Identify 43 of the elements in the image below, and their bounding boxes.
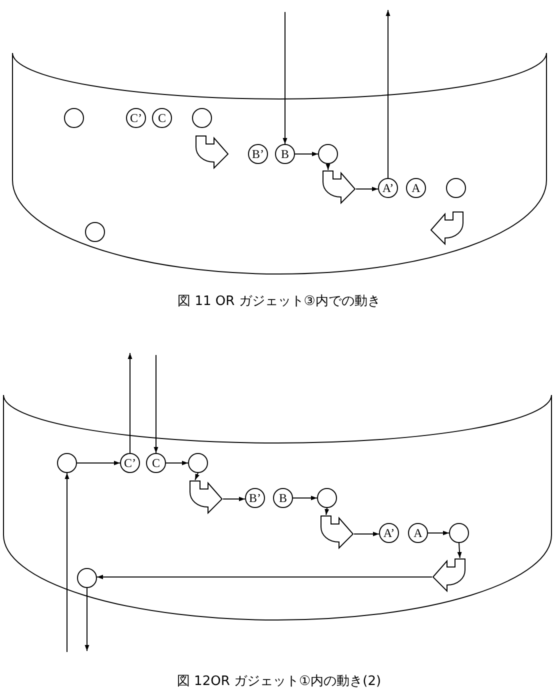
arrow [222,496,246,502]
arrow [386,10,390,178]
arrow [326,164,330,170]
arrow [166,460,188,466]
arrow [96,574,432,580]
figure-caption: 図 12OR ガジェット①内の動き(2) [176,673,382,690]
circle-node [64,108,84,128]
circle-node [188,453,208,473]
circle-node [85,222,105,242]
circle-node: A [408,523,428,543]
circle-node: C [146,453,166,473]
figure-caption: 図 11 OR ガジェット③内での動き [178,293,380,310]
circle-node: C’ [120,453,140,473]
circle-node [192,108,212,128]
circle-node: B [273,488,293,508]
circle-node [57,453,77,473]
circle-node [318,144,338,164]
circle-node: C [152,108,172,128]
arrow [84,588,90,652]
arrow [354,532,380,536]
arrow [294,152,318,156]
circle-node [77,568,97,588]
arrow [428,530,450,536]
circle-node: C’ [126,108,146,128]
circle-node: A’ [378,178,398,198]
arrow [64,472,70,652]
arrow [292,496,318,500]
circle-node [317,488,337,508]
circle-node: B’ [248,144,268,164]
circle-node: B [275,144,295,164]
circle-node: A [406,178,426,198]
circle-node [446,178,466,198]
arrow [128,352,132,454]
arrow [457,542,462,558]
arrow [154,354,158,454]
circle-node [449,523,469,543]
arrow [356,186,378,192]
arrow [194,472,200,480]
arrow [282,12,288,144]
arrow [324,508,330,516]
circle-node: B’ [245,488,265,508]
circle-node: A’ [379,523,399,543]
arrow [76,460,120,466]
